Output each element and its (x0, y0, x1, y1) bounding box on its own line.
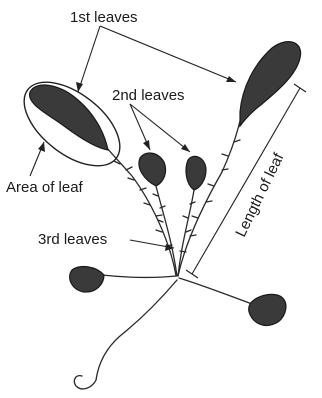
pointer-area-of-leaf (30, 142, 45, 176)
label-third-leaves: 3rd leaves (38, 231, 107, 248)
leaf-first-right (240, 42, 301, 126)
leaf-second-right (186, 156, 206, 190)
label-area-of-leaf: Area of leaf (6, 179, 84, 196)
leaf-cotyledon-left (70, 267, 104, 293)
label-length-of-leaf: Length of leaf (232, 150, 287, 240)
label-first-leaves: 1st leaves (70, 9, 138, 26)
leaflets (114, 140, 240, 252)
label-second-leaves: 2nd leaves (112, 87, 185, 104)
pointer-first-leaves (76, 26, 236, 92)
root (74, 376, 96, 389)
leaf-cotyledon-right (249, 294, 286, 325)
leaf-first-left (30, 85, 108, 150)
leaf-second-left (139, 153, 166, 186)
pointer-second-leaves (130, 104, 190, 152)
